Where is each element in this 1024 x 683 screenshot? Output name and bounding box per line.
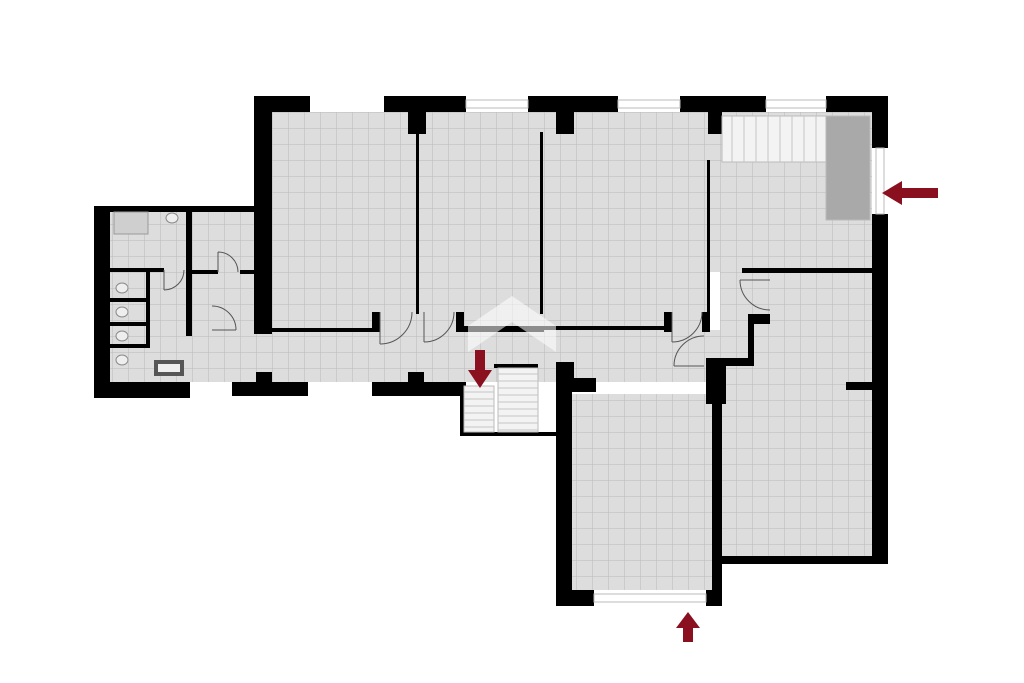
- wall: [240, 270, 254, 274]
- doors: [163, 251, 771, 367]
- wall: [408, 372, 424, 386]
- toilet: [165, 212, 179, 224]
- shower-tray: [113, 211, 149, 235]
- wall: [272, 328, 372, 332]
- wall: [456, 312, 464, 332]
- wall: [384, 96, 466, 112]
- toilet: [115, 330, 129, 342]
- floor-room-1: [272, 112, 418, 330]
- wall: [110, 344, 150, 348]
- floor-room-south: [572, 394, 712, 590]
- wall: [664, 312, 672, 332]
- pillar: [708, 112, 722, 134]
- wall: [254, 96, 272, 334]
- wall: [706, 590, 722, 606]
- wall: [494, 364, 538, 368]
- door: [673, 335, 705, 367]
- wall: [94, 206, 254, 212]
- toilet: [115, 354, 129, 366]
- house-logo-icon: [468, 296, 556, 352]
- wall: [232, 382, 308, 396]
- wall: [460, 382, 464, 436]
- wall: [706, 358, 754, 366]
- toilet: [115, 282, 129, 294]
- floor-room-2: [418, 112, 542, 330]
- wall: [372, 382, 466, 396]
- floor-areas: [110, 112, 872, 590]
- wall: [742, 268, 872, 273]
- wall: [748, 314, 754, 360]
- entrance-arrow-east: [882, 181, 938, 205]
- arrows: [468, 181, 938, 642]
- wall: [110, 322, 150, 326]
- stair-south-right: [497, 367, 539, 433]
- wall: [706, 360, 726, 404]
- partition: [707, 160, 710, 314]
- wall: [460, 432, 556, 436]
- wall: [146, 268, 150, 348]
- partition: [540, 132, 543, 314]
- wall: [556, 362, 574, 382]
- stair-north: [721, 115, 827, 163]
- window: [465, 99, 529, 109]
- sanitary-fixtures: [113, 211, 184, 376]
- wall: [748, 314, 770, 324]
- wall: [372, 312, 380, 332]
- wall: [256, 372, 272, 386]
- stair-arrow-down: [468, 350, 492, 388]
- wall: [528, 96, 618, 112]
- floor-room-east: [720, 272, 872, 556]
- counter: [825, 115, 871, 221]
- walls: [94, 96, 888, 606]
- door: [739, 279, 771, 311]
- window: [593, 593, 707, 603]
- stair-treads: [464, 116, 817, 431]
- wall: [556, 380, 572, 606]
- wall: [846, 382, 872, 390]
- wall: [94, 206, 110, 398]
- wall: [680, 96, 766, 112]
- entrance-arrow-south: [676, 612, 700, 642]
- stairs: [463, 115, 871, 433]
- wall: [544, 326, 670, 330]
- wall: [186, 206, 192, 336]
- wall: [190, 270, 218, 274]
- wall: [872, 214, 888, 564]
- stair-south-left: [463, 385, 495, 433]
- wall: [712, 394, 722, 606]
- window: [765, 99, 827, 109]
- door: [163, 269, 185, 291]
- wall: [110, 298, 150, 302]
- partition: [416, 132, 419, 314]
- door: [379, 311, 413, 345]
- door: [423, 311, 455, 343]
- pillar: [556, 112, 574, 134]
- wall: [720, 556, 888, 564]
- window: [617, 99, 681, 109]
- pillar: [408, 112, 426, 134]
- wall: [702, 312, 710, 332]
- toilet: [115, 306, 129, 318]
- wall: [872, 96, 888, 148]
- wall: [110, 268, 164, 272]
- window: [875, 147, 885, 215]
- wall: [94, 382, 190, 398]
- wall: [556, 590, 594, 606]
- floor-room-3: [542, 112, 708, 330]
- door: [671, 311, 703, 343]
- door: [217, 251, 239, 273]
- sink: [158, 364, 180, 372]
- door: [211, 305, 237, 331]
- windows: [465, 99, 885, 603]
